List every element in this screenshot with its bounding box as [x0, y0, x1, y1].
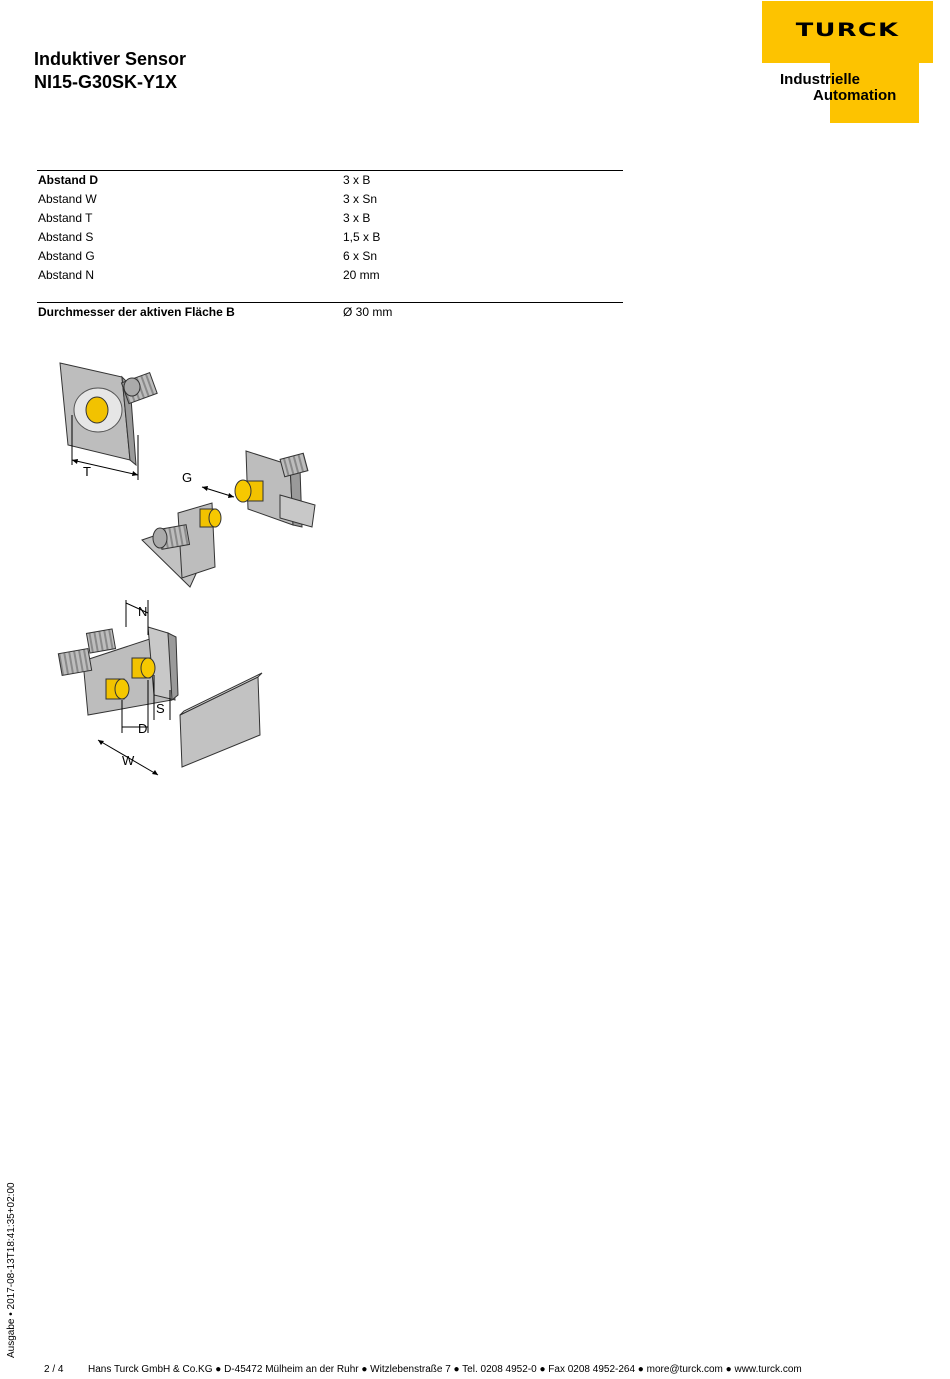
row-label: Abstand D — [38, 173, 98, 187]
title-line-1: Induktiver Sensor — [34, 49, 187, 69]
title-line-2: NI15-G30SK-Y1X — [34, 72, 178, 92]
row-label: Durchmesser der aktiven Fläche B — [38, 305, 235, 319]
row-value: 3 x B — [343, 173, 371, 187]
table-row: Abstand G 6 x Sn — [37, 247, 623, 266]
row-label: Abstand W — [38, 192, 97, 206]
label-w: W — [122, 753, 135, 768]
document-title: Induktiver Sensor NI15-G30SK-Y1X — [34, 48, 186, 94]
issue-date: Ausgabe • 2017-08-13T18:41:35+02:00 — [6, 1182, 17, 1358]
label-d: D — [138, 721, 147, 736]
row-value: 20 mm — [343, 268, 380, 282]
table-row: Abstand S 1,5 x B — [37, 228, 623, 247]
row-value: 3 x B — [343, 211, 371, 225]
sensor-plate-t: T — [59, 362, 158, 480]
table-row: Durchmesser der aktiven Fläche B Ø 30 mm — [37, 303, 623, 322]
distance-table: Abstand D 3 x B Abstand W 3 x Sn Abstand… — [37, 170, 623, 285]
company-address: Hans Turck GmbH & Co.KG ● D-45472 Mülhei… — [88, 1364, 802, 1375]
row-value: 1,5 x B — [343, 230, 381, 244]
tagline-line-1: Industrielle — [780, 71, 861, 88]
row-label: Abstand T — [38, 211, 93, 225]
table-row: Abstand N 20 mm — [37, 266, 623, 285]
table-row: Abstand T 3 x B — [37, 209, 623, 228]
tagline-line-2: Automation — [813, 87, 897, 104]
row-value: 6 x Sn — [343, 249, 378, 263]
row-label: Abstand G — [38, 249, 95, 263]
mounting-distance-diagram: T G N S — [57, 362, 316, 776]
row-label: Abstand S — [38, 230, 94, 244]
row-value: 3 x Sn — [343, 192, 378, 206]
diameter-table: Durchmesser der aktiven Fläche B Ø 30 mm — [37, 302, 623, 322]
label-t: T — [83, 464, 91, 479]
label-s: S — [156, 701, 165, 716]
label-g: G — [182, 470, 192, 485]
row-value: Ø 30 mm — [343, 305, 393, 319]
label-n: N — [138, 604, 147, 619]
table-row: Abstand D 3 x B — [37, 171, 623, 190]
page-number: 2 / 4 — [44, 1364, 64, 1375]
table-divider — [37, 170, 623, 171]
turck-logo: TURCK — [762, 1, 933, 63]
logo-notch — [762, 63, 830, 123]
table-row: Abstand W 3 x Sn — [37, 190, 623, 209]
sensor-bracket-ndsw: N S D W — [57, 600, 263, 776]
sensor-pair-g: G — [141, 450, 316, 588]
logo-tagline: Industrielle Automation — [780, 72, 896, 104]
table-divider — [37, 302, 623, 303]
row-label: Abstand N — [38, 268, 95, 282]
logo-brand-text: TURCK — [795, 19, 900, 41]
